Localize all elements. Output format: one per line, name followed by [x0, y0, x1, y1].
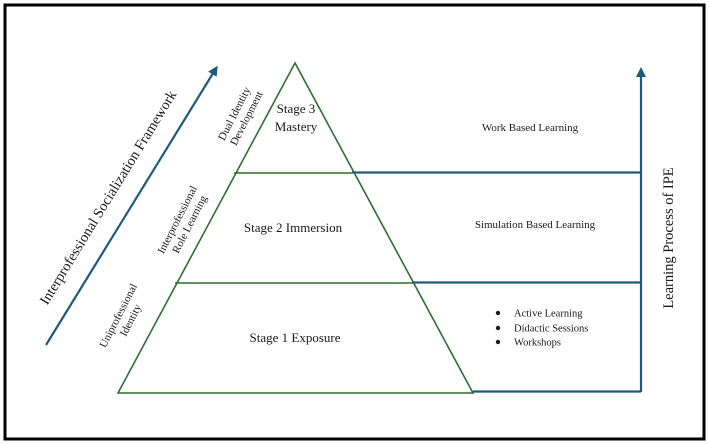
stage3-label-line1: Stage 3 [277, 101, 316, 116]
framework-label: Interprofessional Socialization Framewor… [37, 87, 181, 307]
identity-dual: Dual Identity Development [216, 83, 266, 149]
framework-arrow [45, 65, 218, 346]
bullet-dot [495, 325, 501, 331]
bullet-dot [495, 339, 501, 345]
exposure-bullet-list: Active Learning Didactic Sessions Worksh… [495, 309, 588, 349]
work-based-learning: Work Based Learning [482, 122, 579, 134]
pyramid-outline [116, 61, 475, 394]
bullet-didactic-sessions: Didactic Sessions [514, 324, 588, 335]
stage3-label-line2: Mastery [275, 119, 318, 134]
stage2-label: Stage 2 Immersion [244, 220, 343, 235]
simulation-based-learning: Simulation Based Learning [475, 219, 596, 231]
bullet-dot [495, 310, 501, 316]
stage1-label: Stage 1 Exposure [250, 330, 341, 345]
learning-process-label: Learning Process of IPE [661, 167, 677, 308]
bullet-workshops: Workshops [514, 338, 561, 349]
bullet-active-learning: Active Learning [514, 309, 583, 320]
identity-interprofessional: Interprofessional Role Learning [155, 181, 212, 261]
outer-border [3, 3, 706, 441]
